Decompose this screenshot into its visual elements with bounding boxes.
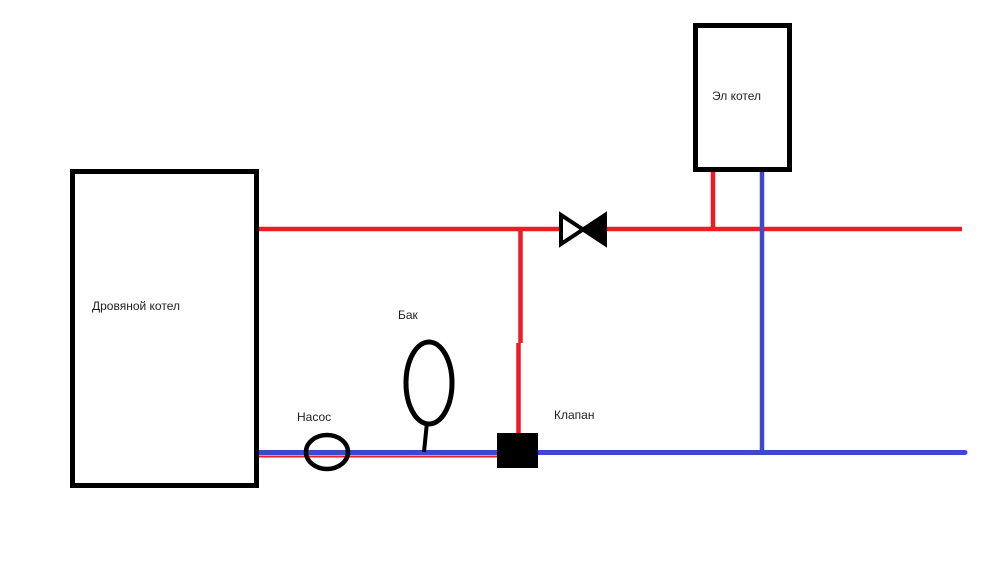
wood-boiler-label: Дровяной котел	[92, 299, 180, 313]
pump-label: Насос	[297, 410, 332, 424]
tank-label: Бак	[398, 308, 418, 322]
tank-icon	[403, 339, 455, 453]
electric-boiler-box	[693, 23, 792, 172]
tank-stem	[422, 421, 429, 453]
supply-pipes	[258, 172, 962, 458]
valve-label: Клапан	[554, 408, 595, 422]
electric-boiler-label: Эл котел	[712, 89, 761, 103]
check-valve-icon	[559, 211, 607, 248]
black-square-valve-icon	[497, 433, 538, 468]
return-pipes	[256, 172, 968, 455]
wood-boiler-box	[70, 169, 259, 488]
check-valve-right-triangle	[579, 211, 607, 248]
tank-ellipse	[403, 339, 455, 427]
check-valve-left-triangle	[559, 211, 587, 248]
pump-icon	[303, 432, 351, 472]
